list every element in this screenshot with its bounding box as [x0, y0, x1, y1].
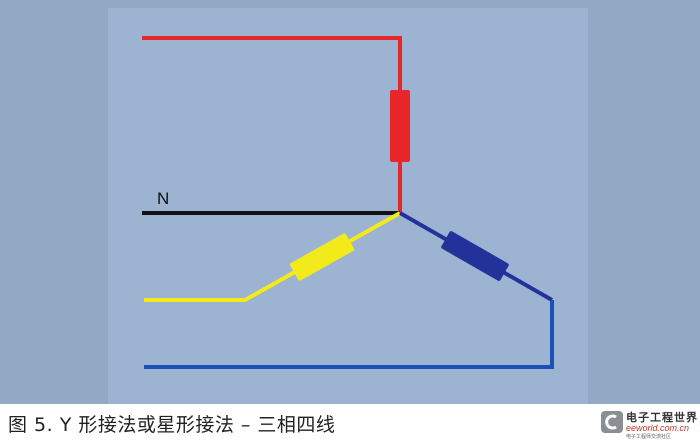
blue-return-wire [144, 300, 554, 369]
logo-title: 电子工程世界 [626, 411, 698, 424]
eeworld-logo-icon [601, 411, 623, 433]
logo-domain: eeworld.com.cn [626, 423, 690, 433]
neutral-label: N [157, 189, 170, 208]
diagram-background: N [0, 0, 700, 404]
diagram-panel [108, 8, 588, 404]
figure-caption: 图 5. Y 形接法或星形接法 – 三相四线 [8, 414, 336, 436]
logo-tagline: 电子工程师交流社区 [626, 434, 672, 440]
yellow-phase-coil [289, 233, 355, 281]
red-phase-coil [390, 90, 410, 162]
yellow-phase-wire [144, 211, 401, 302]
eeworld-logo: 电子工程世界 eeworld.com.cn 电子工程师交流社区 [600, 408, 698, 440]
blue-phase-coil [441, 231, 509, 281]
wye-connection-diagram [142, 36, 554, 369]
red-phase-wire [142, 36, 402, 213]
